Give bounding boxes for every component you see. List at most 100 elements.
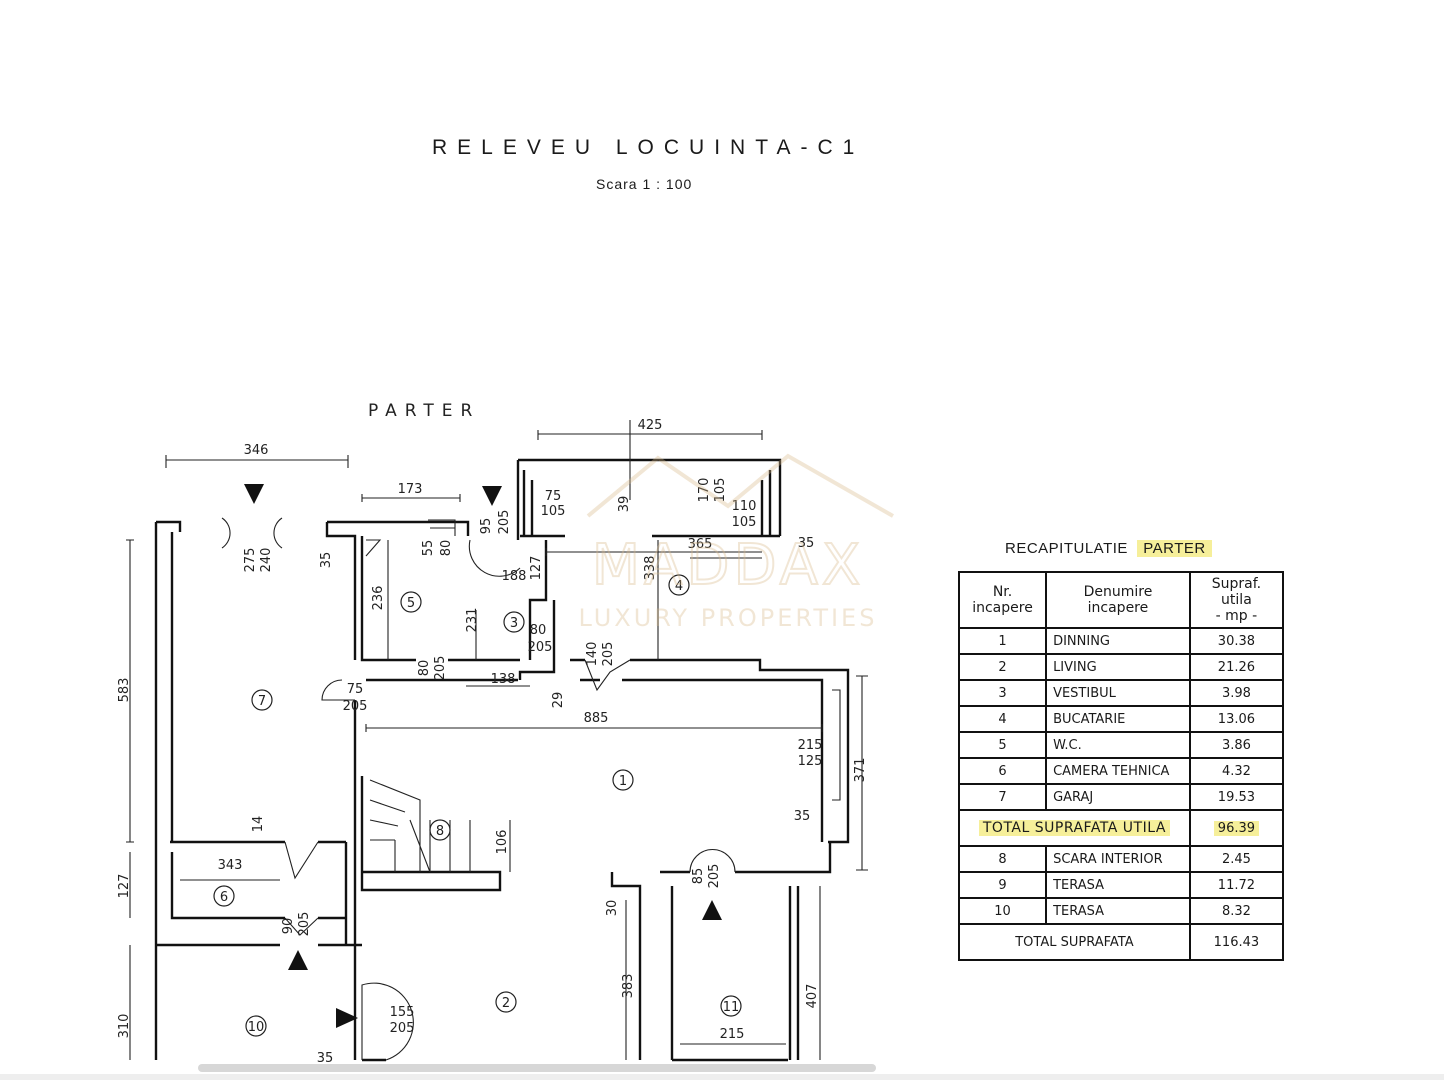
dimension-lines [126, 420, 868, 1060]
svg-text:2: 2 [502, 996, 510, 1011]
svg-text:240: 240 [259, 548, 274, 573]
svg-text:35: 35 [319, 552, 334, 569]
svg-text:35: 35 [317, 1051, 334, 1066]
svg-text:4: 4 [675, 579, 683, 594]
svg-text:231: 231 [465, 608, 480, 633]
bottom-edge [0, 1074, 1444, 1080]
svg-text:205: 205 [497, 510, 512, 535]
svg-text:236: 236 [371, 586, 386, 611]
interior-stairs [365, 519, 471, 873]
svg-text:14: 14 [251, 816, 266, 833]
svg-text:35: 35 [798, 536, 815, 551]
svg-text:7: 7 [258, 694, 266, 709]
svg-text:338: 338 [643, 556, 658, 581]
total-useful-label: TOTAL SUPRAFATA UTILA [978, 820, 1170, 836]
total-value: 116.43 [1188, 923, 1285, 961]
svg-text:105: 105 [541, 504, 566, 519]
svg-text:383: 383 [621, 974, 636, 999]
svg-text:10: 10 [248, 1020, 265, 1035]
svg-text:365: 365 [688, 537, 713, 552]
svg-text:80: 80 [417, 660, 432, 677]
grand-total-row: TOTAL SUPRAFATA 116.43 [958, 923, 1285, 961]
svg-text:105: 105 [713, 478, 728, 503]
recap-title: RECAPITULATIE PARTER [1005, 540, 1212, 557]
svg-text:346: 346 [244, 443, 269, 458]
svg-text:275: 275 [243, 548, 258, 573]
entry-arrows [244, 484, 722, 1028]
svg-text:138: 138 [491, 672, 516, 687]
svg-text:105: 105 [732, 515, 757, 530]
svg-text:155: 155 [390, 1005, 415, 1020]
horizontal-scrollbar[interactable] [198, 1064, 876, 1072]
svg-text:205: 205 [297, 912, 312, 937]
svg-text:85: 85 [691, 868, 706, 885]
total-useful-row: TOTAL SUPRAFATA UTILA 96.39 [958, 809, 1285, 847]
svg-text:140: 140 [585, 642, 600, 667]
total-label: TOTAL SUPRAFATA [958, 923, 1191, 961]
svg-text:885: 885 [584, 711, 609, 726]
room-markers: 1 2 3 4 5 6 7 8 10 11 [213, 574, 742, 1037]
door-swings [221, 517, 841, 1061]
svg-text:205: 205 [433, 656, 448, 681]
drawing-title: RELEVEU LOCUINTA-C1 [432, 136, 865, 159]
svg-text:343: 343 [218, 858, 243, 873]
svg-text:35: 35 [794, 809, 811, 824]
header-area: Supraf.utila- mp - [1188, 571, 1285, 629]
svg-text:127: 127 [117, 874, 132, 899]
svg-text:1: 1 [619, 774, 627, 789]
svg-text:6: 6 [220, 890, 228, 905]
svg-text:215: 215 [720, 1027, 745, 1042]
svg-text:170: 170 [697, 478, 712, 503]
svg-text:3: 3 [510, 616, 518, 631]
svg-text:75: 75 [545, 489, 562, 504]
svg-text:75: 75 [347, 682, 364, 697]
svg-text:5: 5 [407, 596, 415, 611]
drawing-scale: Scara 1 : 100 [596, 176, 693, 192]
level-label: PARTER [368, 401, 480, 421]
svg-text:MADDAX: MADDAX [592, 533, 865, 598]
svg-text:95: 95 [479, 518, 494, 535]
svg-text:188: 188 [502, 569, 527, 584]
maddax-logo-watermark: MADDAX LUXURY PROPERTIES [579, 453, 894, 632]
svg-text:55: 55 [421, 540, 436, 557]
dimension-labels: 346 173 425 365 35 35 35 885 138 188 343… [117, 418, 868, 1066]
svg-text:215: 215 [798, 738, 823, 753]
svg-text:80: 80 [439, 540, 454, 557]
svg-text:371: 371 [853, 758, 868, 783]
svg-text:173: 173 [398, 482, 423, 497]
recap-level-highlight: PARTER [1137, 540, 1212, 557]
svg-text:106: 106 [495, 830, 510, 855]
svg-text:205: 205 [707, 864, 722, 889]
svg-text:205: 205 [528, 640, 553, 655]
svg-text:30: 30 [605, 900, 620, 917]
svg-text:583: 583 [117, 678, 132, 703]
svg-text:205: 205 [390, 1021, 415, 1036]
svg-text:425: 425 [638, 418, 663, 433]
svg-text:407: 407 [805, 984, 820, 1009]
svg-text:205: 205 [343, 699, 368, 714]
svg-text:90: 90 [281, 918, 296, 935]
svg-text:8: 8 [436, 824, 444, 839]
svg-text:110: 110 [732, 499, 757, 514]
header-nr: Nr.incapere [957, 571, 1048, 629]
svg-text:29: 29 [551, 692, 566, 709]
svg-text:125: 125 [798, 754, 823, 769]
total-useful-value: 96.39 [1213, 820, 1260, 836]
svg-text:205: 205 [601, 642, 616, 667]
svg-text:LUXURY PROPERTIES: LUXURY PROPERTIES [579, 604, 878, 632]
svg-text:11: 11 [723, 1000, 740, 1015]
svg-text:39: 39 [617, 496, 632, 513]
